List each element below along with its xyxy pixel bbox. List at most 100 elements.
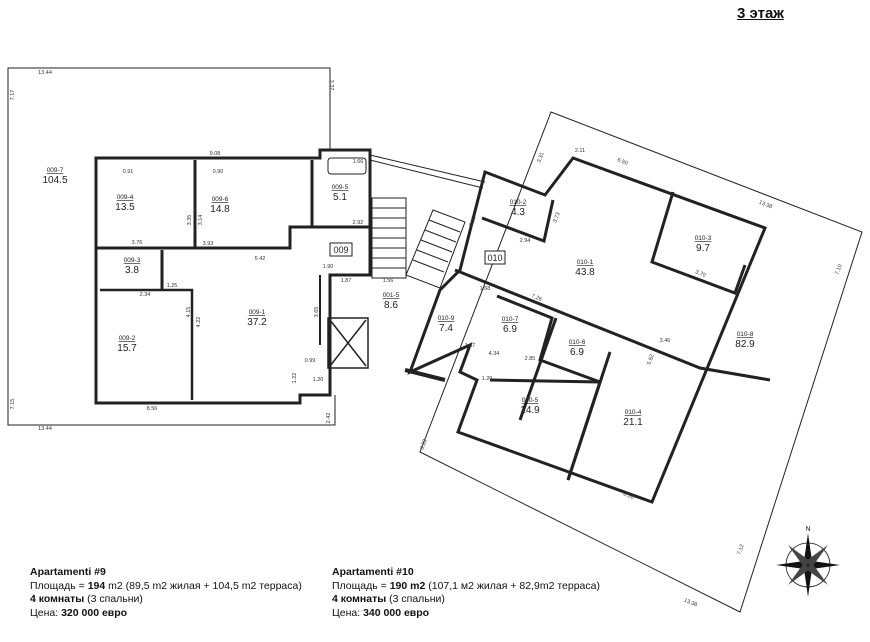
room-label: 010-39.7 bbox=[695, 235, 712, 254]
dimension-label: 1.22 bbox=[292, 373, 298, 384]
room-area: 82.9 bbox=[735, 339, 755, 350]
area-total: 190 m2 bbox=[389, 579, 426, 592]
room-area: 14.9 bbox=[520, 405, 540, 416]
room-id: 009-4 bbox=[117, 194, 134, 201]
room-id: 010-5 bbox=[522, 397, 539, 404]
dimension-label: 1.25 bbox=[167, 283, 178, 289]
room-id: 009-3 bbox=[124, 257, 141, 264]
room-label: 010-421.1 bbox=[623, 409, 643, 428]
area-label: Площадь = bbox=[30, 579, 88, 592]
dimension-label: 7.17 bbox=[10, 90, 16, 101]
room-id: 009-6 bbox=[212, 196, 229, 203]
room-label: 010-24.3 bbox=[510, 199, 527, 218]
room-id: 010-7 bbox=[502, 316, 519, 323]
dimension-label: 3.73 bbox=[552, 212, 561, 224]
room-label: 010-76.9 bbox=[502, 316, 519, 335]
dimension-label: 13.38 bbox=[683, 598, 698, 609]
room-area: 6.9 bbox=[503, 324, 517, 335]
dimension-label: 1.47 bbox=[465, 343, 476, 349]
dimension-label: 1.68 bbox=[480, 286, 491, 292]
room-id: 010-1 bbox=[577, 259, 594, 266]
dimension-label: 2.85 bbox=[525, 356, 536, 362]
bedroom-count: (3 спальни) bbox=[386, 593, 445, 605]
room-labels: 009-7104.5009-413.5009-614.8009-55.1009-… bbox=[42, 167, 755, 428]
price-label: Цена: bbox=[332, 606, 364, 619]
dimension-label: 3.70 bbox=[694, 269, 706, 279]
dimension-label: 7.12 bbox=[736, 544, 745, 556]
room-label: 009-413.5 bbox=[115, 194, 135, 213]
room-id: 010-4 bbox=[625, 409, 642, 416]
room-area: 14.8 bbox=[210, 204, 230, 215]
room-id: 009-7 bbox=[47, 167, 64, 174]
dimension-label: 2.42 bbox=[326, 413, 332, 424]
room-label: 009-137.2 bbox=[247, 309, 267, 328]
compass-rose-icon: N bbox=[776, 526, 840, 597]
dimension-label: 1.56 bbox=[383, 278, 394, 284]
room-id: 001-5 bbox=[383, 292, 400, 299]
apartment-name: Apartamenti #10 bbox=[332, 566, 414, 578]
dimension-label: 1.20 bbox=[313, 377, 324, 383]
floor-title: 3 этаж bbox=[737, 5, 784, 22]
dimension-label: 2.16 bbox=[468, 216, 477, 228]
dimension-label: 5.82 bbox=[646, 354, 655, 366]
room-label: 001-58.6 bbox=[383, 292, 400, 311]
apartment-name: Apartamenti #9 bbox=[30, 566, 106, 578]
dimension-label: 6.50 bbox=[616, 157, 628, 167]
left-terrace-outline bbox=[7, 67, 336, 426]
dimension-label: 1.90 bbox=[323, 264, 334, 270]
room-area: 15.7 bbox=[117, 343, 137, 354]
room-label: 010-66.9 bbox=[569, 339, 586, 358]
dimension-label: 2.11 bbox=[575, 148, 585, 154]
svg-text:N: N bbox=[805, 526, 810, 533]
dimension-label: 1.87 bbox=[341, 278, 352, 284]
room-id: 009-5 bbox=[332, 184, 349, 191]
room-area: 5.1 bbox=[333, 192, 347, 203]
dimension-label: 13.44 bbox=[38, 70, 52, 76]
room-area: 104.5 bbox=[42, 175, 67, 186]
svg-text:009: 009 bbox=[333, 245, 348, 255]
room-area: 8.6 bbox=[384, 300, 398, 311]
apartment-10-info: Apartamenti #10 Площадь = 190 m2 (107,1 … bbox=[332, 566, 600, 620]
room-area: 9.7 bbox=[696, 243, 710, 254]
room-label: 009-215.7 bbox=[117, 335, 137, 354]
dimension-label: 7.10 bbox=[834, 264, 843, 276]
apartment-9-info: Apartamenti #9 Площадь = 194 m2 (89,5 m2… bbox=[30, 566, 302, 620]
left-apartment-walls bbox=[94, 148, 372, 405]
dimension-label: 3.93 bbox=[203, 241, 214, 247]
right-terrace-outline bbox=[419, 111, 863, 613]
room-area: 43.8 bbox=[575, 267, 595, 278]
dimension-label: 3.46 bbox=[660, 338, 671, 344]
room-area: 21.1 bbox=[623, 417, 643, 428]
room-id: 010-3 bbox=[695, 235, 712, 242]
bathtub-icon bbox=[327, 157, 367, 175]
dimension-label: 1.66 bbox=[353, 159, 364, 165]
room-label: 009-614.8 bbox=[210, 196, 230, 215]
dimension-label: 7.26 bbox=[530, 293, 542, 303]
price-label: Цена: bbox=[30, 606, 62, 619]
room-label: 009-33.8 bbox=[124, 257, 141, 276]
dimension-label: 2.34 bbox=[140, 292, 151, 298]
dimension-label: 3.37 bbox=[328, 80, 334, 91]
room-count: 4 комнаты bbox=[332, 593, 387, 605]
area-label: Площадь = bbox=[332, 579, 390, 592]
dimension-label: 9.08 bbox=[210, 151, 221, 157]
dimension-label: 3.65 bbox=[314, 307, 320, 318]
price-value: 340 000 евро bbox=[363, 606, 430, 619]
room-label: 010-882.9 bbox=[735, 331, 755, 350]
svg-text:010: 010 bbox=[487, 253, 502, 263]
right-apartment-walls bbox=[404, 156, 771, 504]
dimension-label: 0.91 bbox=[123, 169, 134, 175]
room-id: 009-1 bbox=[249, 309, 266, 316]
elevator bbox=[327, 317, 369, 369]
dimension-label: 3.31 bbox=[536, 152, 545, 164]
room-label: 009-55.1 bbox=[332, 184, 349, 203]
room-id: 010-9 bbox=[438, 315, 455, 322]
room-label: 010-97.4 bbox=[438, 315, 455, 334]
dimension-label: 4.15 bbox=[186, 307, 192, 318]
room-area: 13.5 bbox=[115, 202, 135, 213]
area-detail: (89,5 m2 жилая + 104,5 m2 терраса) bbox=[122, 579, 302, 592]
area-unit: m2 bbox=[105, 579, 123, 592]
